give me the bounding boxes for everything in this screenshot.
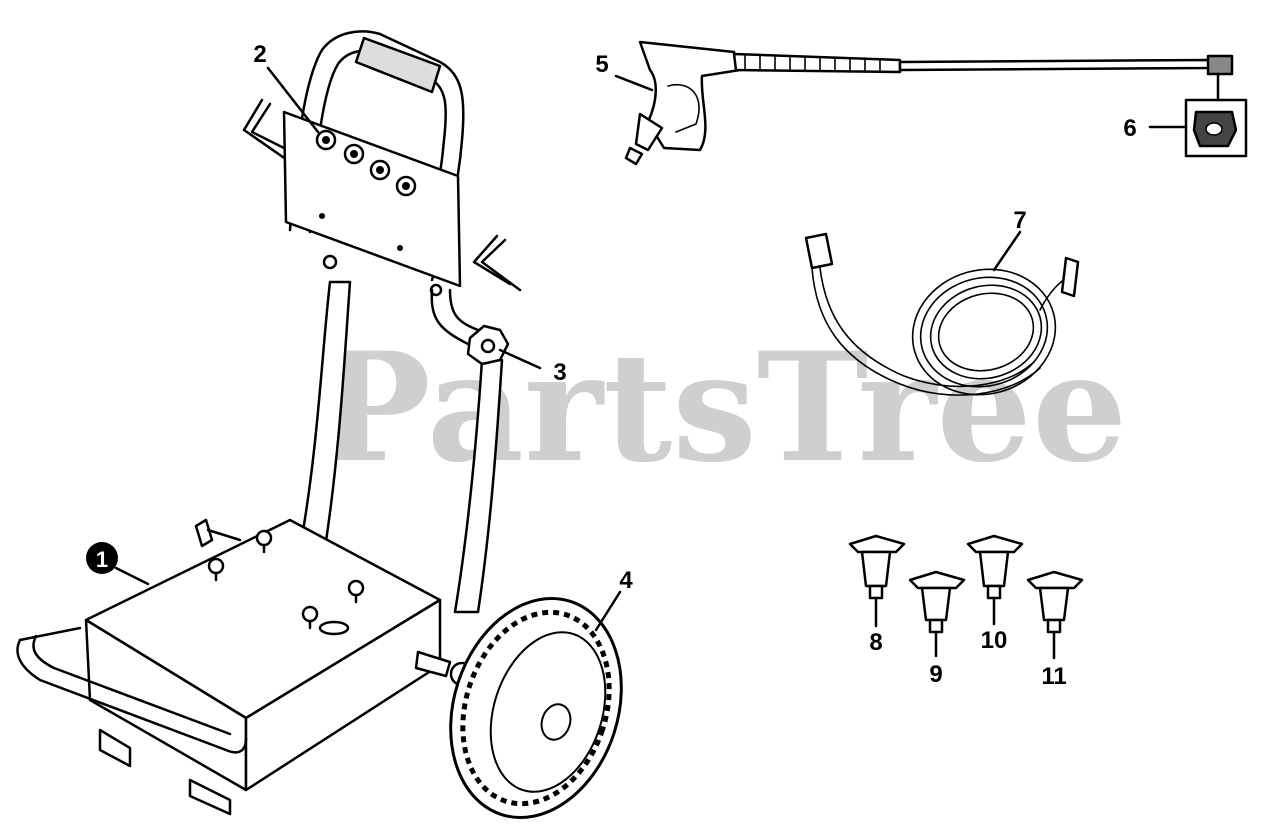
callout-11[interactable]: 11	[1041, 663, 1066, 690]
spray-gun-part[interactable]	[624, 40, 1234, 166]
nozzle-10-part[interactable]	[966, 534, 1024, 600]
callout-1-label: 1	[96, 547, 108, 572]
callout-5[interactable]: 5	[595, 51, 608, 78]
callout-9[interactable]: 9	[929, 661, 942, 688]
callout-8[interactable]: 8	[869, 629, 882, 656]
cart-frame-part[interactable]	[242, 30, 522, 614]
bolt-set[interactable]	[207, 529, 365, 630]
cart-base	[16, 518, 475, 816]
nozzle-9-part[interactable]	[908, 570, 966, 634]
callout-6[interactable]: 6	[1123, 115, 1136, 142]
leader-lines	[114, 66, 1220, 660]
callout-1[interactable]: 1	[86, 542, 118, 574]
watermark: PartsTree	[318, 320, 1127, 496]
callout-10[interactable]: 10	[981, 627, 1008, 654]
hose-part[interactable]	[804, 232, 1080, 411]
callout-7[interactable]: 7	[1013, 207, 1026, 234]
quick-coupler-part[interactable]	[1184, 98, 1248, 158]
callout-2[interactable]: 2	[253, 41, 266, 68]
callout-1-marker-icon	[86, 542, 118, 574]
wheel-part[interactable]	[423, 576, 648, 826]
callout-4[interactable]: 4	[619, 567, 633, 594]
nozzle-8-part[interactable]	[848, 534, 906, 600]
handle-knob-part[interactable]	[466, 324, 510, 366]
callout-3[interactable]: 3	[553, 359, 566, 386]
nozzle-11-part[interactable]	[1026, 570, 1084, 634]
